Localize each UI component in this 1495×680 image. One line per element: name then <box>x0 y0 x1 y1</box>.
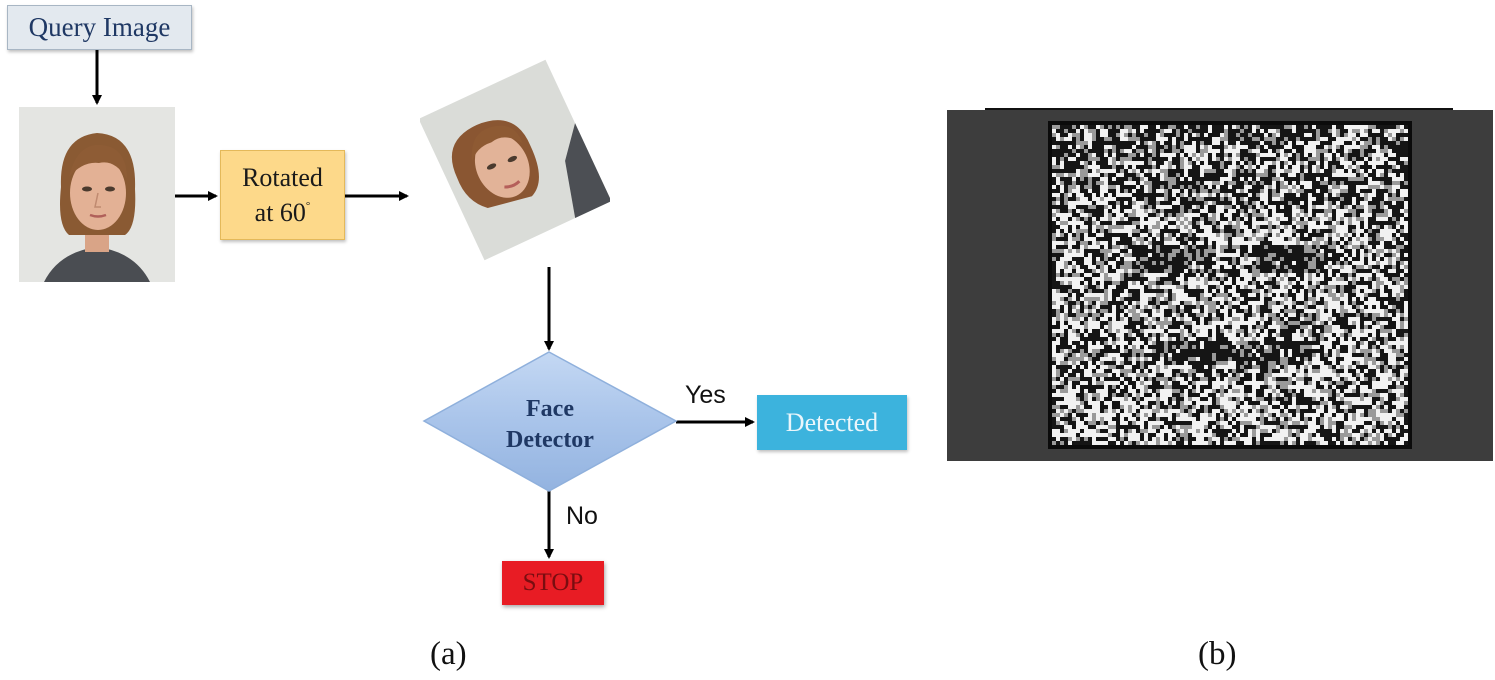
query-face-photo <box>19 107 175 282</box>
degree-symbol: ° <box>305 200 311 212</box>
rotated-label-line2: at 60° <box>255 195 311 230</box>
stop-box: STOP <box>502 561 604 605</box>
query-image-box: Query Image <box>7 5 192 50</box>
face-detector-label: Face Detector <box>460 390 640 460</box>
panel-b-frame <box>947 110 1493 461</box>
query-image-label: Query Image <box>28 12 171 42</box>
face-detector-diamond <box>422 351 678 492</box>
lbp-face-texture-icon <box>1048 121 1412 449</box>
rotated-label-line1: Rotated <box>242 162 323 192</box>
no-edge-label: No <box>566 502 598 530</box>
rotated-face-photo-icon <box>418 59 612 261</box>
detected-label: Detected <box>785 407 879 437</box>
caption-b: (b) <box>1198 636 1237 672</box>
face-detector-line2: Detector <box>506 427 594 453</box>
detected-box: Detected <box>757 395 907 450</box>
caption-a: (a) <box>430 636 467 672</box>
rotated-face-photo <box>418 55 612 265</box>
stop-label: STOP <box>522 569 584 596</box>
face-photo-icon <box>19 107 175 282</box>
rotated-angle-text: at 60 <box>254 198 306 227</box>
yes-edge-label: Yes <box>685 381 726 409</box>
face-detector-line1: Face <box>526 395 574 422</box>
texture-cells <box>1052 125 1408 445</box>
rotated-60-box: Rotated at 60° <box>220 150 345 240</box>
